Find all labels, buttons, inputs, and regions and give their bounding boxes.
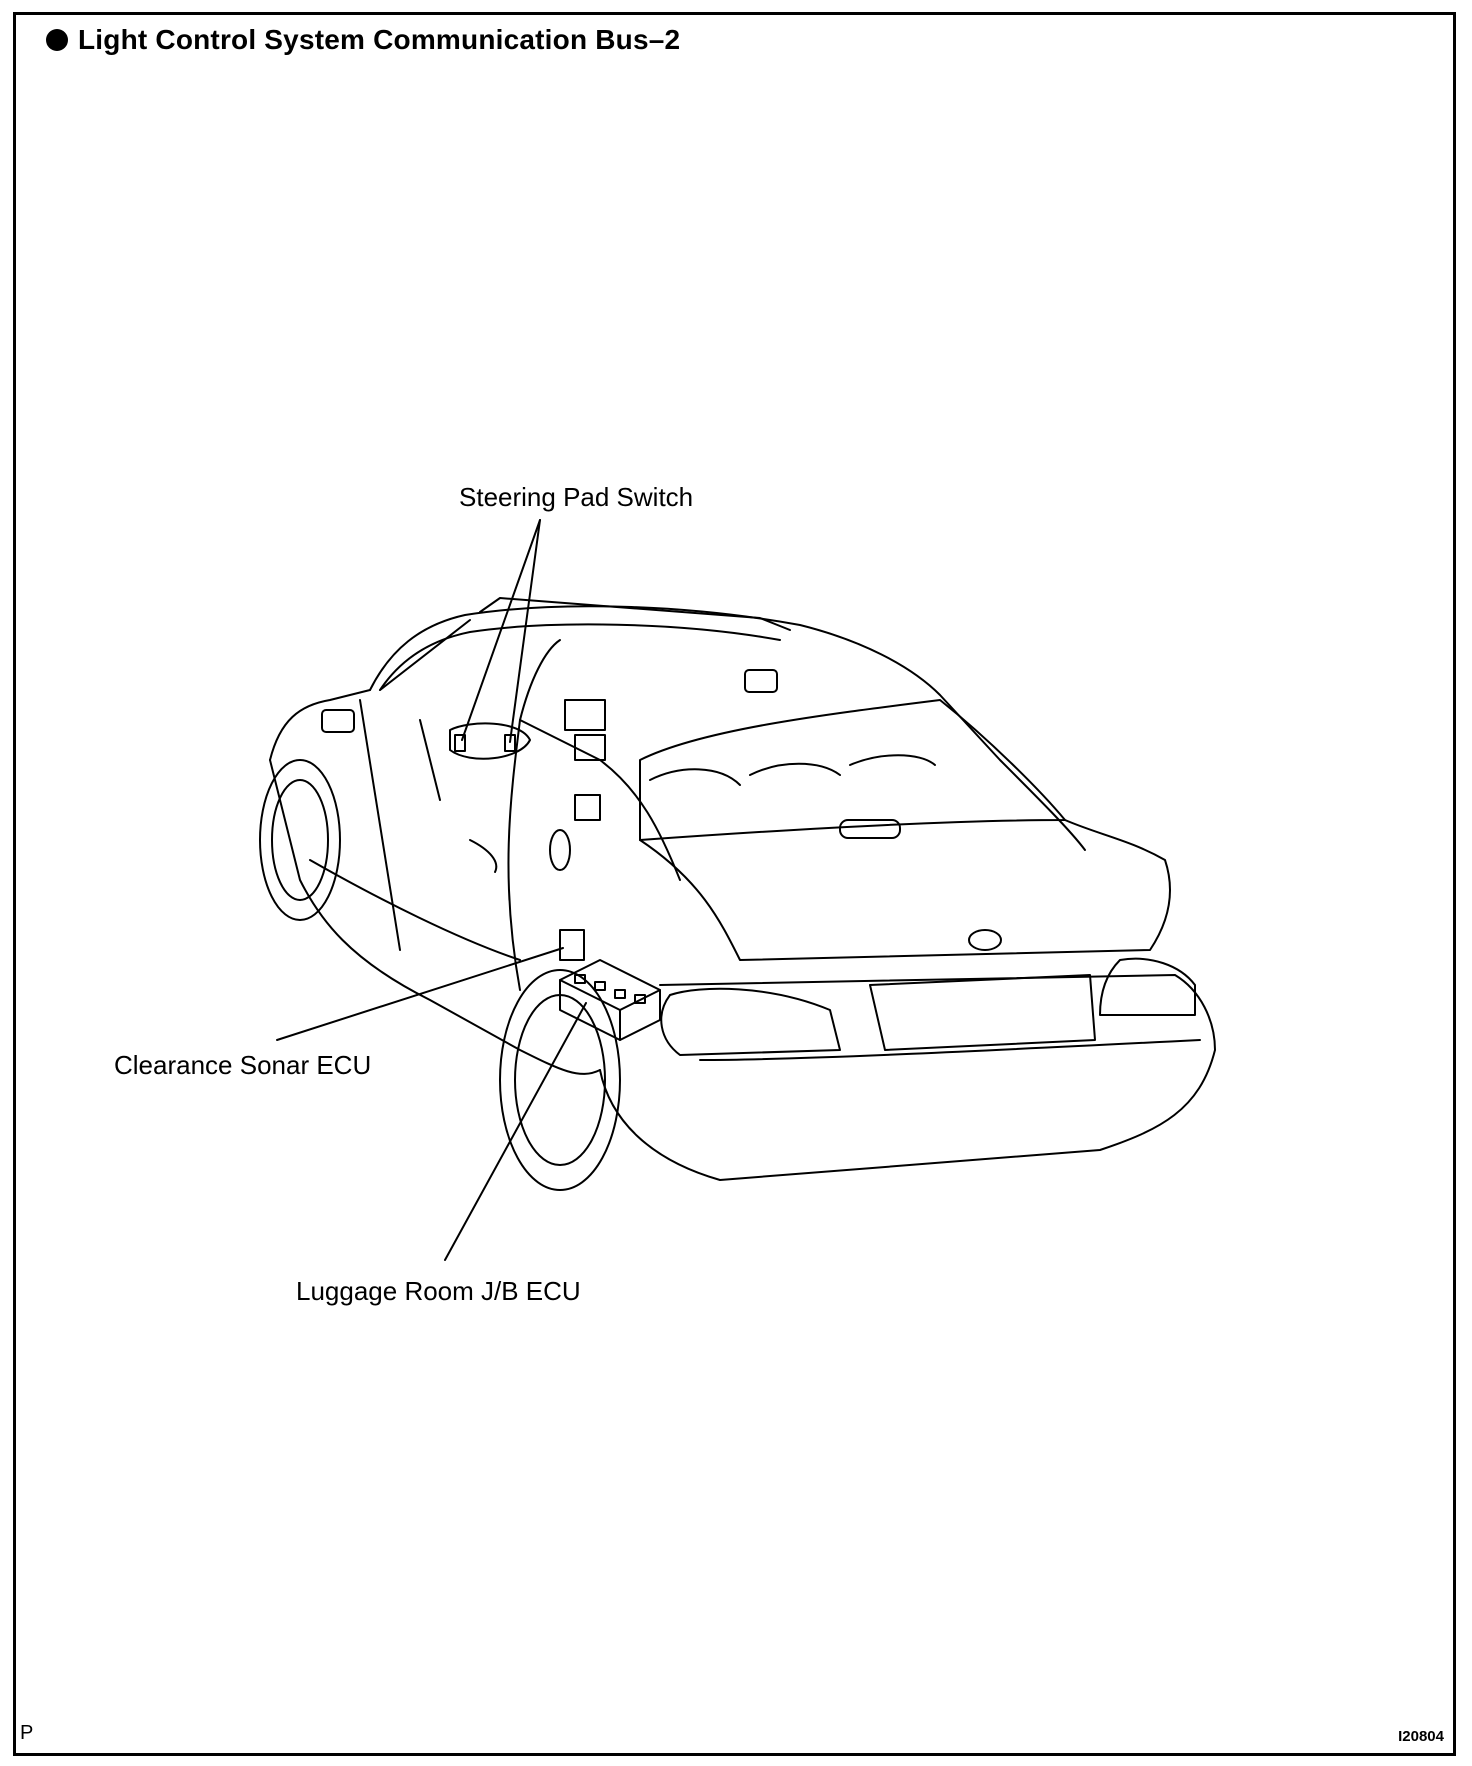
luggage-room-jb-ecu-component [559, 959, 661, 1041]
leader-steering-right [509, 519, 541, 743]
leader-clearance-sonar [276, 947, 564, 1041]
label-luggage-room-jb-ecu: Luggage Room J/B ECU [296, 1276, 581, 1306]
diagram-title: Light Control System Communication Bus–2 [46, 24, 680, 56]
figure-code: I20804 [1398, 1728, 1444, 1745]
bullet-icon [46, 29, 68, 51]
leader-lines [276, 519, 587, 1261]
page-marker: P [20, 1722, 34, 1744]
steering-pad-switch-component [454, 734, 516, 752]
clearance-sonar-ecu-component [559, 929, 585, 961]
car-body [259, 597, 1216, 1191]
leader-luggage-room [444, 1002, 587, 1261]
label-clearance-sonar-ecu: Clearance Sonar ECU [114, 1050, 372, 1080]
diagram-title-text: Light Control System Communication Bus–2 [78, 24, 681, 55]
diagram-frame [13, 12, 1456, 1756]
label-steering-pad-switch: Steering Pad Switch [459, 482, 694, 512]
leader-steering-left [461, 519, 541, 741]
